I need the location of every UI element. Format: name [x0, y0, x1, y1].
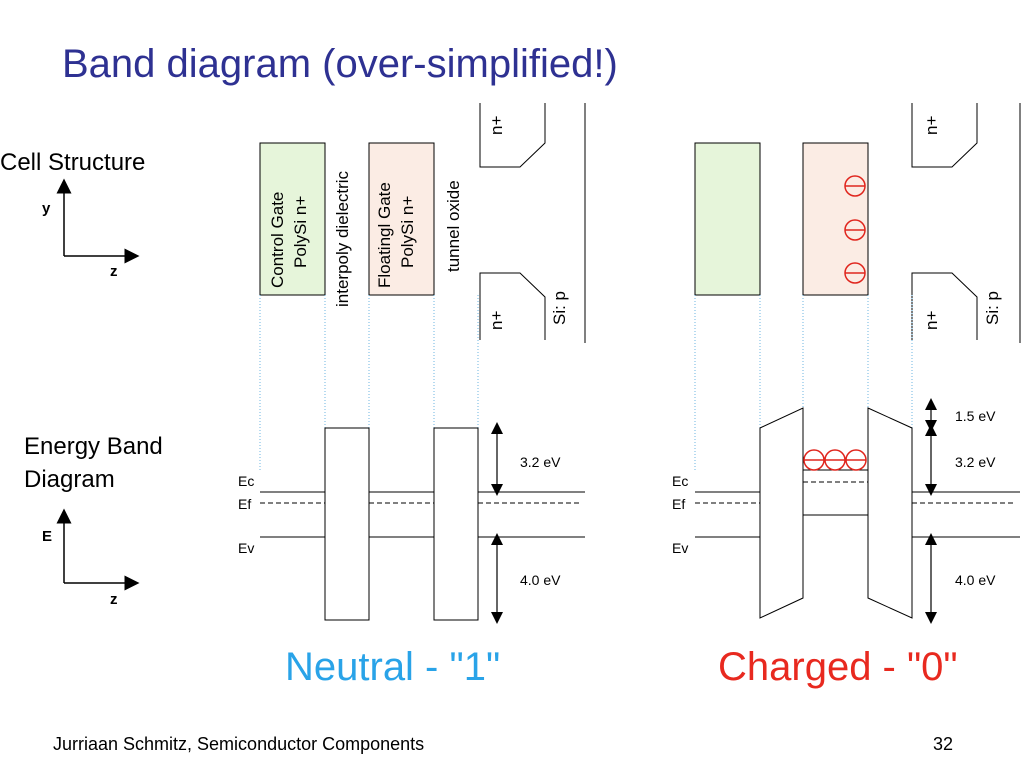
cell-structure-heading: Cell Structure	[0, 149, 146, 176]
electron-icon	[844, 262, 866, 284]
n-plus-bottom-label-charged: n+	[922, 311, 941, 330]
neutral-cell-structure: Control Gate PolySi n+ interpoly dielect…	[259, 103, 586, 343]
electron-icon	[844, 219, 866, 241]
charged-guide-lines	[694, 295, 913, 470]
charged-band-diagram: Ec Ef Ev 1.5 eV 3.2 eV 4.0 eV	[672, 398, 1020, 624]
charged-vb-gap-label: 4.0 eV	[955, 572, 996, 588]
floating-gate-material-label: PolySi n+	[398, 196, 417, 268]
charged-state-label: Charged - "0"	[718, 645, 958, 689]
neutral-cb-gap-label: 3.2 eV	[520, 454, 561, 470]
electron-icon	[803, 449, 825, 471]
neutral-guide-lines	[259, 295, 479, 470]
control-gate-label: Control Gate	[268, 192, 287, 288]
interpoly-dielectric-label: interpoly dielectric	[333, 170, 352, 307]
si-p-label-charged: Si: p	[983, 291, 1002, 325]
control-gate-box	[259, 142, 326, 296]
control-gate-box-charged	[694, 142, 761, 296]
electron-icon	[824, 449, 846, 471]
axis-e-label: E	[42, 528, 52, 545]
source-junction-outline	[479, 272, 546, 340]
n-plus-bottom-label: n+	[487, 311, 506, 330]
neutral-ef-label: Ef	[238, 496, 251, 512]
charged-ev-label: Ev	[672, 540, 688, 556]
tunnel-oxide-barrier	[433, 427, 479, 621]
axis-z2-label: z	[110, 591, 118, 608]
charged-ef-label: Ef	[672, 496, 685, 512]
energy-band-heading-line2: Diagram	[24, 466, 115, 493]
interpoly-barrier-tilted	[759, 407, 804, 619]
charged-cell-structure: n+ n+ Si: p	[694, 103, 1021, 343]
control-gate-material-label: PolySi n+	[291, 196, 310, 268]
tunnel-oxide-barrier-tilted	[867, 407, 913, 619]
stored-electrons	[844, 175, 866, 284]
axis-z-label: z	[110, 263, 118, 280]
charged-ec-label: Ec	[672, 473, 688, 489]
energy-band-heading: Energy Band Diagram	[24, 430, 163, 496]
slide-title: Band diagram (over-simplified!)	[62, 42, 618, 86]
si-p-label: Si: p	[550, 291, 569, 325]
drain-junction-outline	[479, 103, 546, 168]
n-plus-top-label: n+	[487, 116, 506, 135]
electron-icon	[845, 449, 867, 471]
interpoly-barrier	[324, 427, 370, 621]
n-plus-top-label-charged: n+	[922, 116, 941, 135]
charged-raise-label: 1.5 eV	[955, 408, 996, 424]
page-number: 32	[933, 734, 954, 754]
conduction-electrons	[803, 449, 867, 471]
neutral-ec-label: Ec	[238, 473, 254, 489]
floating-gate-label: Floatingl Gate	[375, 182, 394, 288]
footer-author: Jurriaan Schmitz, Semiconductor Componen…	[53, 734, 425, 754]
axis-y-label: y	[42, 200, 51, 217]
energy-band-heading-line1: Energy Band	[24, 433, 163, 460]
floating-gate-box-charged	[802, 142, 869, 296]
ez-axis-icon: E z	[42, 508, 140, 608]
neutral-band-diagram: Ec Ef Ev 3.2 eV 4.0 eV	[238, 422, 585, 624]
neutral-state-label: Neutral - "1"	[285, 645, 501, 689]
electron-icon	[844, 175, 866, 197]
yz-axis-icon: y z	[42, 178, 140, 280]
tunnel-oxide-label: tunnel oxide	[444, 180, 463, 272]
charged-cb-gap-label: 3.2 eV	[955, 454, 996, 470]
floating-gate-box	[368, 142, 435, 296]
neutral-vb-gap-label: 4.0 eV	[520, 572, 561, 588]
neutral-ev-label: Ev	[238, 540, 254, 556]
